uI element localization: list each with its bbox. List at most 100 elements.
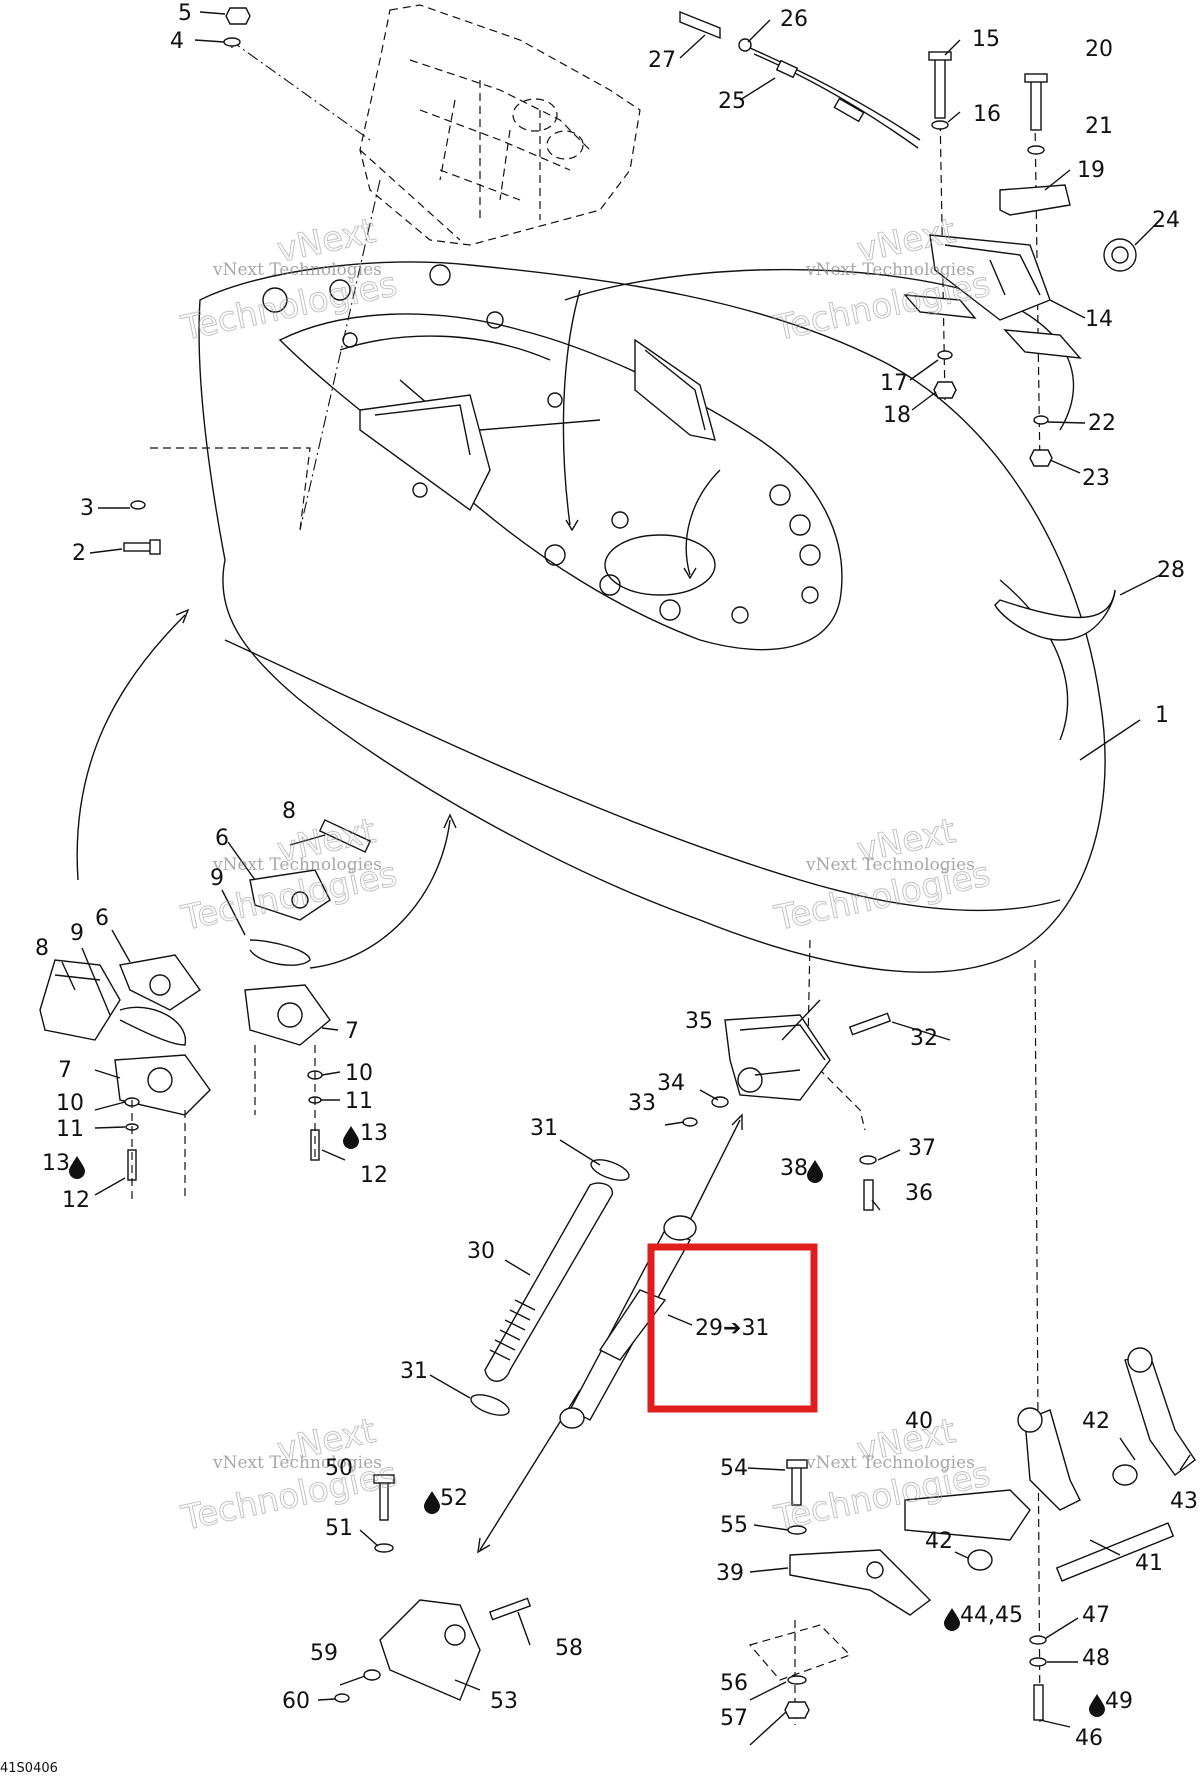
callout-46: 46: [1075, 1726, 1103, 1751]
callout-24: 24: [1152, 208, 1180, 233]
small-parts-6-9-upper: [249, 819, 372, 966]
callout-13-left: 13: [42, 1151, 70, 1176]
callout-5: 5: [178, 1, 192, 26]
callout-20: 20: [1085, 37, 1113, 62]
callout-19: 19: [1077, 158, 1105, 183]
callout-25: 25: [718, 89, 746, 114]
watermarks: vNext vNext Technologies Technologies vN…: [177, 211, 994, 1540]
direction-arrows: [76, 289, 743, 1554]
callout-47: 47: [1082, 1603, 1110, 1628]
watermark-company-6: vNext Technologies: [805, 1453, 975, 1473]
callout-42-lower: 42: [925, 1529, 953, 1554]
drop-icon: [807, 1160, 823, 1183]
callout-11-right: 11: [345, 1089, 373, 1114]
callout-37: 37: [908, 1136, 936, 1161]
callout-33: 33: [628, 1091, 656, 1116]
callout-13-right: 13: [360, 1121, 388, 1146]
callout-50: 50: [325, 1456, 353, 1481]
reference-code: 41S0406: [0, 1761, 58, 1776]
watermark-company-4: vNext Technologies: [805, 855, 975, 875]
callout-52: 52: [440, 1486, 468, 1511]
callout-16: 16: [973, 102, 1001, 127]
watermark-company-5: vNext Technologies: [212, 1453, 382, 1473]
callout-56: 56: [720, 1671, 748, 1696]
callout-23: 23: [1082, 466, 1110, 491]
callout-6-lower: 6: [95, 906, 109, 931]
callout-35: 35: [685, 1009, 713, 1034]
strap-28: [994, 589, 1116, 641]
callout-60: 60: [282, 1689, 310, 1714]
hardware-2-3: [123, 500, 161, 555]
callout-38: 38: [780, 1156, 808, 1181]
callout-7-left: 7: [58, 1058, 72, 1083]
highlight-29-31: 29➔31: [647, 1243, 818, 1413]
callout-49: 49: [1105, 1689, 1133, 1714]
callout-36: 36: [905, 1181, 933, 1206]
drop-icon: [944, 1608, 960, 1631]
watermark-company-1: vNext Technologies: [212, 260, 382, 280]
callout-4: 4: [170, 29, 184, 54]
callout-22: 22: [1088, 411, 1116, 436]
callout-9-lower: 9: [70, 921, 84, 946]
callout-10-right: 10: [345, 1061, 373, 1086]
hull-body: [198, 261, 1106, 973]
callout-11-left: 11: [56, 1117, 84, 1142]
callout-9-upper: 9: [210, 866, 224, 891]
callout-28: 28: [1157, 558, 1185, 583]
callout-48: 48: [1082, 1646, 1110, 1671]
bracket-14-19: [903, 184, 1137, 467]
callout-41: 41: [1135, 1551, 1163, 1576]
drop-icon: [343, 1126, 359, 1149]
watermark-company-2: vNext Technologies: [805, 260, 975, 280]
callout-7-right: 7: [345, 1019, 359, 1044]
clamps-31: [470, 1159, 630, 1416]
drop-icon: [424, 1491, 440, 1514]
highlight-from: 29: [695, 1316, 723, 1341]
callout-26: 26: [780, 7, 808, 32]
svg-text:29➔31: 29➔31: [695, 1316, 769, 1341]
callout-18: 18: [883, 403, 911, 428]
callout-54: 54: [720, 1456, 748, 1481]
callout-53: 53: [490, 1689, 518, 1714]
drop-icons: [69, 1126, 1105, 1717]
callout-14: 14: [1085, 307, 1113, 332]
callout-42-upper: 42: [1082, 1409, 1110, 1434]
callout-6-upper: 6: [215, 826, 229, 851]
left-bracket-assembly: [39, 954, 331, 1200]
callout-58: 58: [555, 1636, 583, 1661]
callout-39: 39: [716, 1561, 744, 1586]
callout-40: 40: [905, 1409, 933, 1434]
callout-51: 51: [325, 1516, 353, 1541]
callout-55: 55: [720, 1513, 748, 1538]
leader-lines: [61, 11, 1191, 1746]
callout-31-lower: 31: [400, 1359, 428, 1384]
cable-25-27: [679, 10, 921, 149]
engine-outline: [229, 4, 641, 531]
callout-34: 34: [657, 1071, 685, 1096]
callout-8-upper: 8: [282, 799, 296, 824]
mount-bracket-35: [682, 1012, 892, 1211]
callout-32: 32: [910, 1026, 938, 1051]
callout-43: 43: [1170, 1489, 1198, 1514]
callout-10-left: 10: [56, 1091, 84, 1116]
callout-numbers: 5 4 3 2 1 28 26 27 25 15 16 20 21 19 24 …: [35, 1, 1198, 1751]
callout-59: 59: [310, 1641, 338, 1666]
watermark-company-3: vNext Technologies: [212, 855, 382, 875]
callout-21: 21: [1085, 114, 1113, 139]
callout-2: 2: [72, 541, 86, 566]
callout-44-45: 44,45: [960, 1603, 1023, 1628]
callout-12-left: 12: [62, 1188, 90, 1213]
callout-12-right: 12: [360, 1163, 388, 1188]
callout-3: 3: [80, 496, 94, 521]
spring-30: [484, 1182, 614, 1382]
drop-icon: [69, 1156, 85, 1179]
callout-57: 57: [720, 1706, 748, 1731]
drop-icon: [1089, 1694, 1105, 1717]
callout-15: 15: [972, 27, 1000, 52]
callout-17: 17: [880, 371, 908, 396]
bolts-15-16-20-21: [928, 51, 1048, 155]
highlight-to: 31: [741, 1316, 769, 1341]
callout-30: 30: [467, 1239, 495, 1264]
callout-1: 1: [1155, 703, 1169, 728]
